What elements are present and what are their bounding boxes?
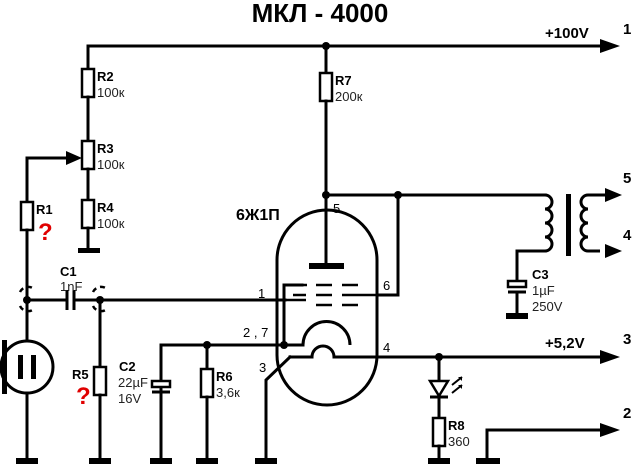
r3-value: 100к [97,157,125,172]
resistor-r3 [80,139,96,171]
ground-icon [428,458,450,464]
ground-icon [506,313,528,319]
transformer-primary [544,193,554,253]
pin-6-label: 6 [383,278,390,293]
c2-ref: C2 [119,359,136,374]
resistor-r6 [199,367,215,399]
pin-4-label: 4 [383,340,390,355]
pin-5-label: 5 [333,201,340,216]
rail-5v2: +5,2V 3 R8 360 [375,331,631,464]
r8-ref: R8 [448,418,465,433]
r5-value-unknown: ? [76,383,91,410]
tube-anode [309,263,344,269]
arrow-out-5-icon [605,188,622,202]
resistor-r5-group: R5 ? [72,298,111,464]
r4-ref: R4 [97,200,114,215]
capacitor-c2 [150,379,172,389]
tube-6zh1p: 6Ж1П 5 1 6 2 , 7 3 4 [236,193,442,464]
c3-value: 1µF [532,283,555,298]
ground-icon [78,248,100,253]
terminal-1-label: 1 [623,21,631,38]
pin-27-label: 2 , 7 [243,325,268,340]
transformer-secondary [579,193,600,253]
r5-ref: R5 [72,367,89,382]
resistor-r8 [431,416,447,448]
transformer-group: 5 4 C3 1µF 250V [506,170,632,319]
r1-ref: R1 [36,202,53,217]
divider-r2-r3-r4: R2 100к R3 100к R4 100к [25,44,125,253]
wire-top-rail [86,44,602,72]
schematic-title: МКЛ - 4000 [252,0,389,28]
r8-value: 360 [448,434,470,449]
ground-icon [196,458,218,464]
microphone-icon [0,339,55,395]
resistor-r4 [80,198,96,230]
r4-value: 100к [97,216,125,231]
arrow-terminal-1-icon [600,39,620,53]
c1-value: 1nF [60,279,82,294]
rail-ground: 2 [476,405,631,464]
pin-1-label: 1 [258,286,265,301]
rail-label-5v2: +5,2V [545,335,585,352]
ground-icon [255,458,277,464]
resistor-r1-group: R1 ? [19,200,53,302]
capacitor-c3 [506,279,528,289]
ground-icon [16,458,38,464]
c3-ref: C3 [532,267,549,282]
r6-ref: R6 [216,369,233,384]
terminal-3-label: 3 [623,331,631,348]
input-c1-group: C1 1nF [18,264,287,313]
resistor-r7 [318,71,334,103]
resistor-r1 [19,200,35,232]
arrow-terminal-3-icon [600,350,620,364]
wiper-arrow-icon [66,151,82,165]
tube-label: 6Ж1П [236,207,280,224]
terminal-2-label: 2 [623,405,631,422]
ground-icon [89,458,111,464]
resistor-r5 [92,365,108,397]
out-5-label: 5 [623,170,631,187]
arrow-terminal-2-icon [600,423,620,437]
r7-ref: R7 [335,73,352,88]
tube-cathode [301,320,352,346]
transformer-core [566,194,571,256]
ground-icon [150,458,172,464]
c3-voltage: 250V [532,299,563,314]
resistor-r2 [80,67,96,99]
c2-voltage: 16V [118,391,141,406]
r3-ref: R3 [97,141,114,156]
out-4-label: 4 [623,227,632,244]
arrow-out-4-icon [605,244,622,258]
pin-3-label: 3 [259,360,266,375]
c2-value: 22µF [118,375,148,390]
microphone-group [0,298,55,464]
tube-envelope [275,208,379,407]
r6-value: 3,6к [216,385,240,400]
led-icon [427,379,451,399]
cathode-group: C2 22µF 16V R6 3,6к [118,341,284,464]
c1-ref: C1 [60,264,77,279]
rail-100v: +100V 1 [86,21,631,72]
tube-heater [310,344,336,358]
resistor-r7-group: R7 200к [318,44,547,199]
rail-label-100v: +100V [545,25,589,42]
r7-value: 200к [335,89,363,104]
r2-ref: R2 [97,69,114,84]
r2-value: 100к [97,85,125,100]
r1-value-unknown: ? [38,219,53,246]
ground-icon [476,458,500,464]
